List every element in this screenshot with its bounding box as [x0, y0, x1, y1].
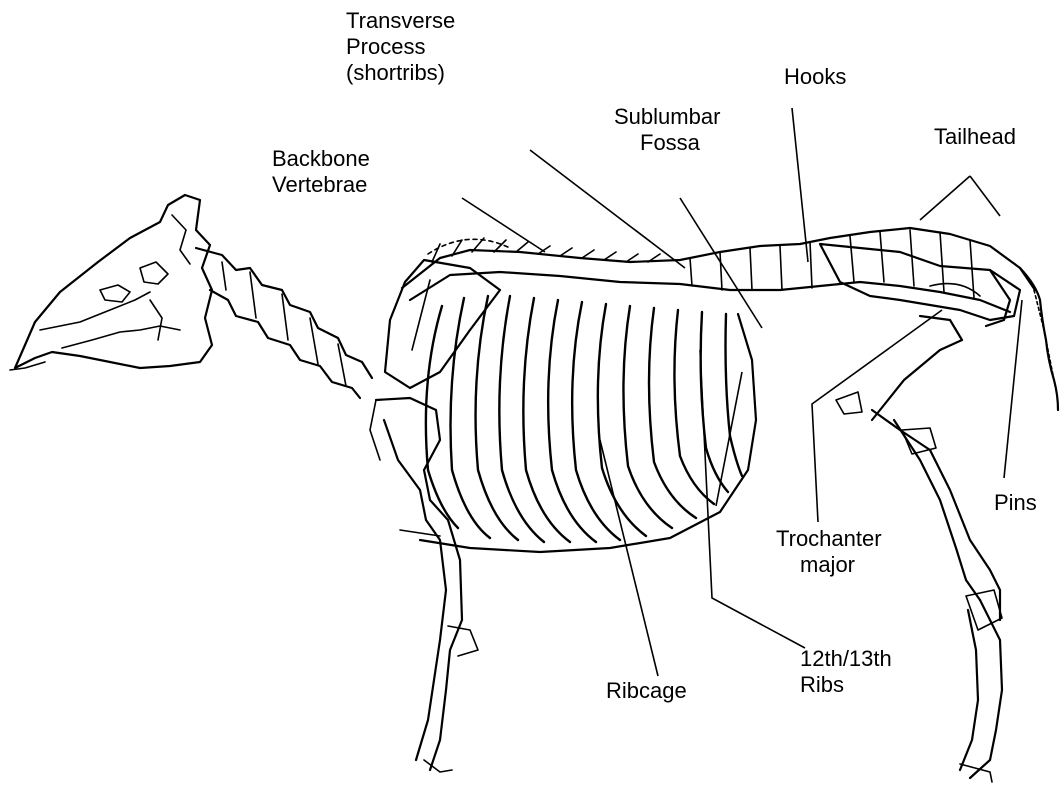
label-pins: Pins [994, 490, 1037, 516]
leader-sublumbar-fossa [680, 198, 762, 328]
label-trochanter-major-line2: major [776, 552, 882, 578]
label-hooks-text: Hooks [784, 64, 846, 90]
tail [1020, 268, 1058, 410]
leader-ribcage [600, 440, 658, 676]
label-trochanter-major-line1: Trochanter [776, 526, 882, 552]
foreleg [370, 398, 478, 772]
label-backbone-vertebrae-line2: Vertebrae [272, 172, 370, 198]
label-pins-text: Pins [994, 490, 1037, 516]
label-ribcage-text: Ribcage [606, 678, 687, 704]
label-transverse-process-line1: Transverse [346, 8, 455, 34]
leader-12th-13th-ribs-a [700, 350, 805, 648]
neck-vertebrae [196, 248, 372, 398]
label-12th-13th-ribs: 12th/13th Ribs [800, 646, 892, 698]
leader-transverse-process [530, 150, 685, 268]
label-transverse-process-line2: Process [346, 34, 455, 60]
leader-hooks [792, 108, 808, 262]
label-backbone-vertebrae-line1: Backbone [272, 146, 370, 172]
label-sublumbar-fossa: Sublumbar Fossa [614, 104, 720, 156]
leader-tailhead-a [920, 176, 970, 220]
leader-tailhead-b [970, 176, 1000, 216]
label-tailhead-text: Tailhead [934, 124, 1016, 150]
ribcage [400, 296, 756, 552]
leader-trochanter-major [812, 310, 942, 522]
label-hooks: Hooks [784, 64, 846, 90]
spine [402, 228, 1035, 312]
leader-pins [1004, 300, 1022, 478]
label-12th-13th-ribs-line1: 12th/13th [800, 646, 892, 672]
leader-lines [462, 108, 1022, 676]
skull [10, 195, 212, 370]
label-tailhead: Tailhead [934, 124, 1016, 150]
pelvis [820, 244, 1020, 326]
label-transverse-process-line3: (shortribs) [346, 60, 455, 86]
label-trochanter-major: Trochanter major [776, 526, 882, 578]
label-sublumbar-fossa-line1: Sublumbar [614, 104, 720, 130]
label-ribcage: Ribcage [606, 678, 687, 704]
label-sublumbar-fossa-line2: Fossa [614, 130, 720, 156]
label-backbone-vertebrae: Backbone Vertebrae [272, 146, 370, 198]
label-12th-13th-ribs-line2: Ribs [800, 672, 892, 698]
leader-backbone-vertebrae [462, 198, 545, 252]
label-transverse-process: Transverse Process (shortribs) [346, 8, 455, 86]
